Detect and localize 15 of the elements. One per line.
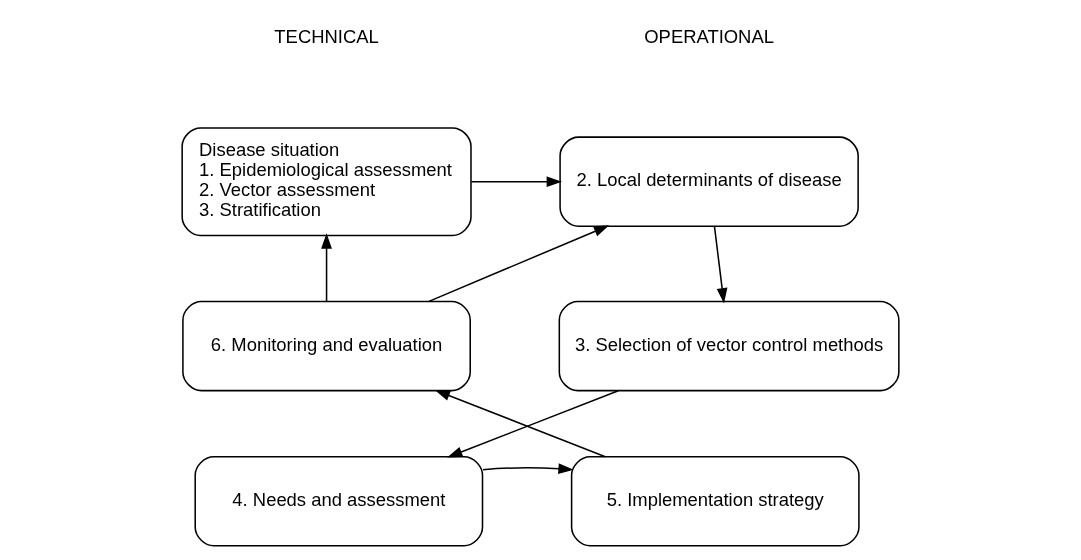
arrow: [434, 389, 607, 458]
node-box: 2. Local determinants of disease: [559, 136, 859, 227]
arrow: [713, 225, 728, 304]
node-box: Disease situation 1. Epidemiological assessment 2. Vector assessment 3. Stratification: [181, 127, 472, 237]
node-box: 3. Selection of vector control methods: [558, 300, 900, 392]
node-box: 4. Needs and assessment: [194, 455, 484, 547]
label: OPERATIONAL: [644, 25, 774, 47]
node-box: 5. Implementation strategy: [570, 455, 860, 547]
arrow: [321, 233, 332, 302]
label: TECHNICAL: [274, 25, 379, 47]
arrow: [482, 463, 574, 475]
arrow: [428, 225, 610, 303]
node-box: 6. Monitoring and evaluation: [182, 300, 471, 392]
arrow: [470, 176, 562, 188]
arrow: [447, 390, 620, 458]
